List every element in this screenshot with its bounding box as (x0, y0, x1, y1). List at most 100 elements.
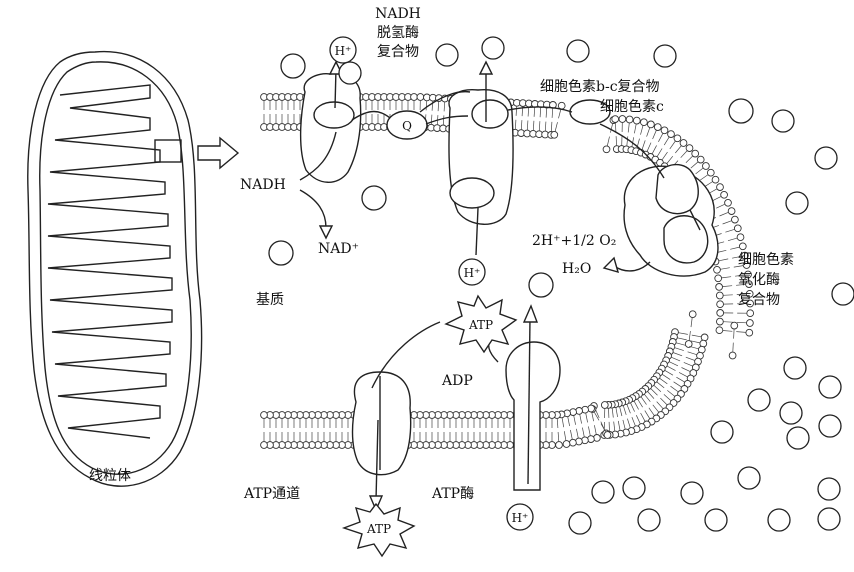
lipid-tail (656, 381, 665, 389)
lipid-tail (539, 107, 542, 118)
lipid-head (746, 299, 754, 308)
lipid-head (632, 116, 641, 125)
oxidase-label-3: 复合物 (738, 291, 780, 308)
flow-arrows (299, 90, 665, 512)
lipid-tail (615, 407, 618, 418)
lipid-head (696, 155, 705, 164)
lipid-head (602, 145, 611, 154)
lipid-head (702, 162, 710, 170)
lipid-tail (588, 426, 591, 436)
lipid-tail (722, 285, 733, 287)
lipid-head (611, 115, 620, 123)
nadh-complex-label-2: 脱氢酶 (377, 25, 419, 41)
lipid-tail (681, 367, 691, 372)
lipid-head (410, 93, 418, 101)
oxidase-label-1: 细胞色素 (738, 251, 794, 268)
lipid-tail (672, 352, 683, 357)
lipid-tail (627, 122, 630, 133)
lipid-head (713, 265, 721, 274)
lipid-tail (650, 388, 658, 396)
lipid-tail (640, 396, 647, 405)
atp-burst-bottom (341, 502, 416, 558)
lipid-tail (688, 331, 691, 341)
h-ion-label: H⁺ (512, 511, 529, 525)
lipid-tail (721, 276, 732, 279)
lipid-head (647, 120, 655, 129)
lipid-tail (613, 421, 616, 432)
lipid-tail (647, 391, 655, 399)
lipid-tail (640, 412, 646, 422)
lipid-tail (576, 428, 579, 439)
lipid-tail (579, 414, 582, 424)
lipid-tail (666, 155, 674, 164)
mitochondrion (27, 50, 240, 487)
q-label: Q (402, 119, 412, 133)
lipid-tail (695, 167, 704, 175)
lipid-tail (689, 345, 699, 350)
lipid-tail (656, 148, 663, 157)
lipid-head (679, 139, 688, 147)
lipid-tail (626, 136, 629, 147)
lipid-tail (652, 404, 660, 413)
lipid-tail (725, 228, 735, 233)
lipid-head (550, 130, 559, 139)
lipid-head (715, 283, 723, 291)
lipid-head (711, 175, 720, 184)
lipid-head (653, 123, 662, 131)
mitochondrion-label: 线粒体 (89, 468, 131, 484)
lipid-head (569, 438, 577, 447)
lipid-tail (677, 337, 687, 341)
lipid-tail (732, 255, 742, 259)
cytochrome-oxidase-complex (623, 163, 719, 277)
lipid-tail (736, 284, 746, 286)
lipid-tail (637, 398, 643, 408)
lipid-head (716, 317, 724, 326)
lipid-tail (653, 385, 662, 392)
lipid-tail (652, 130, 657, 140)
nadh-label: NADH (240, 177, 286, 193)
lipid-tail (722, 330, 733, 332)
lipid-tail (730, 246, 740, 250)
h-ion-top: H⁺ (329, 36, 357, 64)
lipid-tail (736, 331, 746, 333)
nad-label: NAD⁺ (318, 241, 359, 257)
lipid-tail (678, 332, 688, 335)
lipid-tail (425, 100, 428, 111)
lipid-tail (626, 404, 631, 414)
lipid-tail (627, 418, 631, 428)
lipid-head (715, 326, 724, 335)
lipid-tail (678, 372, 688, 378)
lipid-tail (646, 142, 652, 152)
lipid-tail (640, 125, 644, 135)
h-ion-label: H⁺ (464, 266, 481, 280)
lipid-tail (663, 136, 670, 146)
lipid-head (741, 251, 749, 260)
lipid-tail (690, 340, 701, 344)
lipid-tail (514, 119, 517, 130)
lipid-tail (622, 405, 627, 415)
lipid-tail (550, 121, 553, 132)
zoom-box (154, 139, 182, 163)
lipid-tail (683, 362, 693, 367)
lipid-head (700, 333, 709, 342)
lipid-head (730, 321, 739, 330)
lipid-tail (545, 107, 548, 118)
lipid-head (416, 93, 425, 101)
lipid-tail (718, 258, 729, 262)
lipid-tail (735, 274, 745, 277)
nadh-complex-label-1: NADH (375, 6, 421, 22)
lipid-tail (631, 416, 636, 427)
lipid-tail (675, 145, 682, 154)
lipid-tail (622, 419, 626, 430)
lipid-tail (690, 317, 693, 328)
lipid-head (742, 261, 751, 269)
lipid-tail (551, 108, 554, 118)
lipid-tail (670, 385, 679, 393)
lipid-tail (716, 203, 726, 209)
lipid-head (603, 431, 612, 439)
lipid-tail (732, 342, 734, 353)
lipid-tail (630, 402, 635, 412)
lipid-tail (561, 417, 565, 428)
lipid-tail (619, 406, 623, 417)
lipid-tail (723, 321, 733, 323)
